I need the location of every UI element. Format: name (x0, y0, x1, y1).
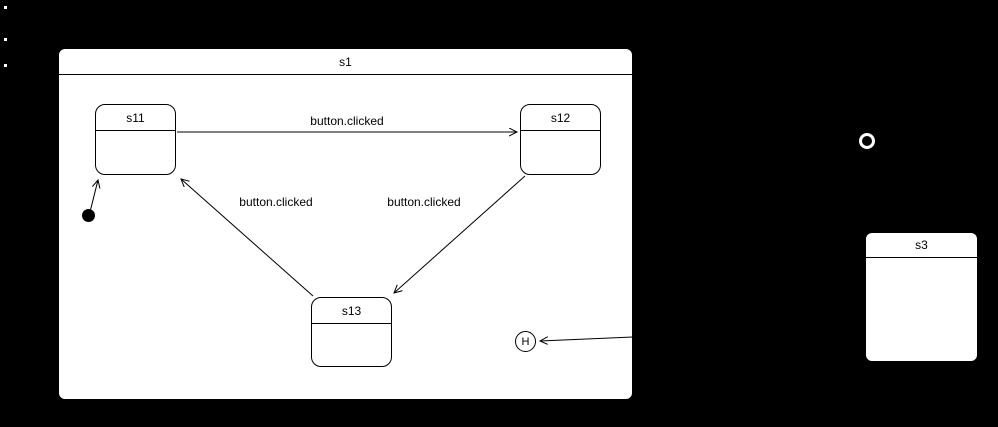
state-s3-title: s3 (866, 233, 977, 258)
canvas-artifact (4, 38, 7, 41)
exit-point-ring[interactable] (859, 133, 875, 149)
transition-label-s13-s11[interactable]: button.clicked (239, 195, 313, 209)
state-s12[interactable]: s12 (520, 104, 601, 175)
state-s3[interactable]: s3 (865, 232, 978, 362)
history-label: H (521, 335, 530, 348)
state-s11-title: s11 (96, 105, 175, 131)
state-s12-title: s12 (521, 105, 600, 131)
canvas-artifact (4, 64, 7, 67)
state-s11[interactable]: s11 (95, 104, 176, 175)
transition-label-s11-s12[interactable]: button.clicked (310, 114, 384, 128)
canvas-artifact (4, 6, 7, 9)
state-s13[interactable]: s13 (311, 297, 392, 367)
history-pseudostate[interactable]: H (515, 331, 536, 352)
transition-label-s12-s13[interactable]: button.clicked (387, 195, 461, 209)
state-s13-title: s13 (312, 298, 391, 324)
state-s1-title: s1 (59, 49, 632, 75)
initial-state-dot[interactable] (82, 209, 95, 222)
